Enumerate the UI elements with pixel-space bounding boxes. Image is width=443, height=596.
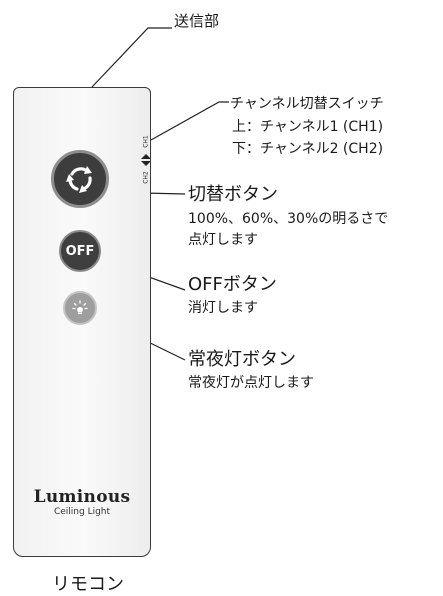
cycle-button[interactable]	[51, 150, 109, 208]
switch-label-ch2: CH2	[142, 171, 150, 184]
label-remote-caption: リモコン	[52, 574, 124, 595]
label-night-desc: 常夜灯が点灯します	[188, 375, 314, 391]
leader-channel-switch	[150, 101, 229, 141]
brand-logo: Luminous	[33, 487, 131, 507]
label-night-title: 常夜灯ボタン	[188, 349, 296, 370]
brand-subtitle: Ceiling Light	[53, 507, 111, 517]
leader-transmitter	[91, 27, 172, 88]
label-cycle-desc-2: 点灯します	[188, 232, 258, 248]
night-light-icon	[72, 300, 88, 315]
off-button-label: OFF	[65, 243, 95, 259]
cycle-arrows-icon	[66, 166, 92, 193]
off-button[interactable]: OFF	[59, 230, 101, 272]
label-channel-up: 上：チャンネル1 (CH1)	[232, 119, 384, 135]
switch-arrows-icon	[141, 154, 151, 166]
switch-label-ch1: CH1	[142, 135, 150, 148]
label-off-title: OFFボタン	[188, 274, 277, 295]
label-off-desc: 消灯します	[188, 300, 258, 316]
night-light-button[interactable]	[63, 291, 97, 325]
label-cycle-button: 切替ボタン	[188, 184, 278, 205]
channel-switch[interactable]: CH1 CH2	[139, 132, 153, 188]
label-cycle-desc-1: 100%、60%、30%の明るさで	[188, 211, 389, 227]
label-channel-down: 下：チャンネル2 (CH2)	[232, 141, 384, 157]
label-channel-switch: チャンネル切替スイッチ	[230, 96, 384, 112]
label-transmitter: 送信部	[174, 12, 220, 30]
